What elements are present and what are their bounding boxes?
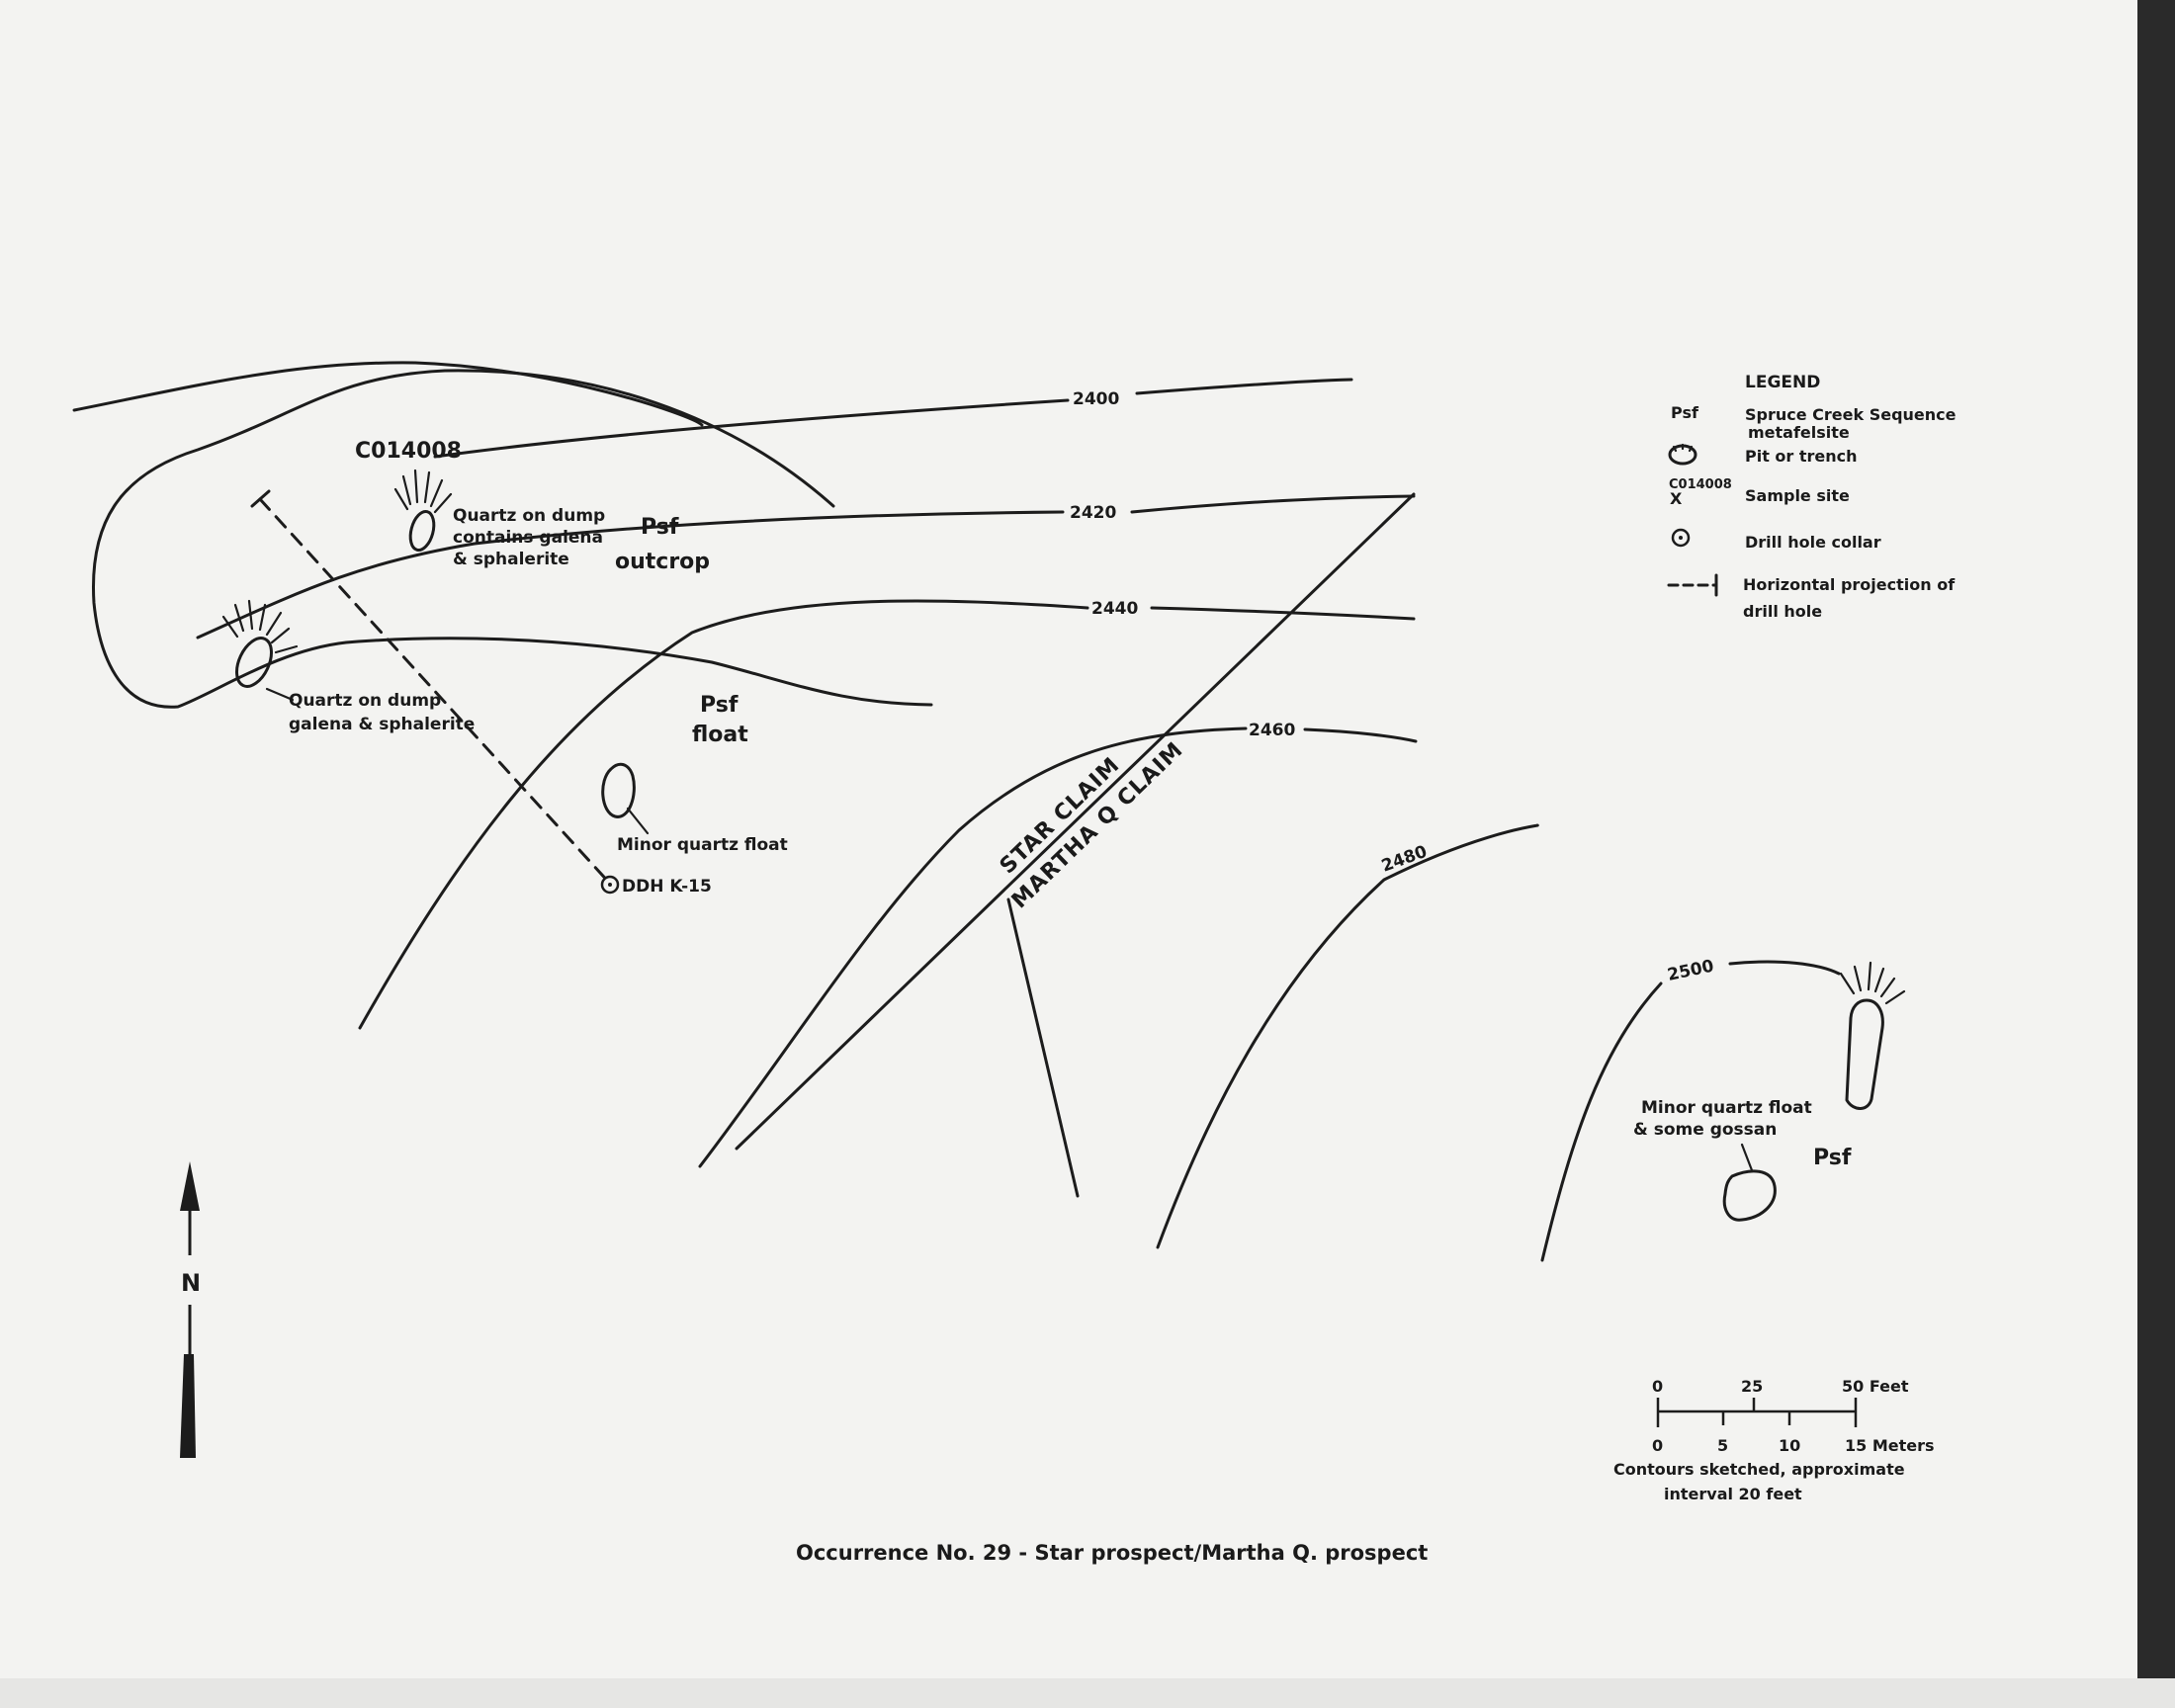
contour-2400 [433, 378, 1353, 459]
gossan-note-line2: & some gossan [1633, 1120, 1777, 1140]
legend-projection-line2: drill hole [1743, 602, 1822, 621]
legend-psf-desc-line1: Spruce Creek Sequence [1745, 405, 1957, 424]
contour-2460 [698, 726, 1418, 1168]
contour-2500 [1540, 960, 1841, 1262]
scale-feet-0: 0 [1652, 1377, 1663, 1396]
legend-pit-text: Pit or trench [1745, 447, 1858, 466]
pit2-leader [265, 687, 295, 702]
legend-sample-id: C014008 [1669, 477, 1732, 492]
contour-label-2400: 2400 [1073, 389, 1119, 409]
legend-pit-icon [1668, 443, 1697, 466]
claim-boundary-diagonal [735, 492, 1416, 1151]
contour-2480 [1156, 823, 1539, 1249]
scale-m-10: 10 [1779, 1436, 1800, 1455]
legend-drill-collar-icon [1671, 528, 1691, 548]
pit-icon [393, 469, 453, 553]
outcrop-boundary-upper [72, 361, 704, 427]
contour-2440 [358, 599, 1416, 1030]
drill-hole-projection [258, 497, 613, 887]
scale-feet-25: 25 [1741, 1377, 1763, 1396]
legend-sample-x: X [1670, 489, 1683, 508]
trench-icon [1839, 961, 1906, 1110]
minor-quartz-label: Minor quartz float [617, 835, 788, 855]
psf-outcrop-word: outcrop [615, 550, 710, 574]
scale-m-0: 0 [1652, 1436, 1663, 1455]
drill-collar-icon [600, 875, 620, 895]
minor-quartz-float-icon [601, 762, 636, 818]
drill-hole-end-tick [250, 489, 271, 508]
minor-quartz-leader [626, 807, 650, 835]
drill-hole-label: DDH K-15 [622, 877, 712, 897]
paper-right-edge [2137, 0, 2175, 1708]
scale-note-line1: Contours sketched, approximate [1613, 1460, 1905, 1479]
legend-psf-symbol: Psf [1671, 403, 1699, 422]
pit1-note-line2: contains galena [453, 528, 603, 548]
legend-drill-collar-text: Drill hole collar [1745, 533, 1881, 552]
psf-float-label: Psf [700, 693, 739, 718]
legend-sample-text: Sample site [1745, 486, 1850, 505]
scale-m-15: 15 Meters [1845, 1436, 1935, 1455]
legend-projection-icon [1667, 573, 1718, 597]
pit1-note-line3: & sphalerite [453, 550, 569, 569]
contour-label-2500: 2500 [1666, 956, 1716, 984]
sample-id-label: C014008 [355, 439, 462, 464]
contour-label-2420: 2420 [1070, 503, 1116, 523]
psf-label-right: Psf [1813, 1146, 1852, 1170]
pit-icon [221, 599, 299, 688]
psf-float-word: float [692, 723, 748, 747]
contour-2420 [196, 494, 1416, 640]
legend-psf-desc-line2: metafelsite [1748, 423, 1850, 442]
scale-feet-50: 50 Feet [1842, 1377, 1909, 1396]
claim-boundary-short [1006, 897, 1080, 1198]
pit1-note-line1: Quartz on dump [453, 506, 605, 526]
paper-bottom-edge [0, 1678, 2175, 1708]
psf-outcrop-label: Psf [641, 515, 679, 540]
pit2-note-line2: galena & sphalerite [289, 715, 475, 734]
gossan-leader [1740, 1143, 1754, 1172]
north-label: N [181, 1269, 201, 1297]
pit2-note-line1: Quartz on dump [289, 691, 441, 711]
legend-projection-line1: Horizontal projection of [1743, 575, 1956, 594]
gossan-pit-icon [1722, 1169, 1777, 1222]
scale-note-line2: interval 20 feet [1664, 1485, 1802, 1503]
scale-m-5: 5 [1717, 1436, 1728, 1455]
contour-label-2460: 2460 [1249, 721, 1295, 740]
legend-title: LEGEND [1745, 373, 1820, 392]
contour-label-2440: 2440 [1091, 599, 1138, 619]
north-arrow-icon [180, 1161, 200, 1458]
map-title: Occurrence No. 29 - Star prospect/Martha… [796, 1541, 1428, 1565]
gossan-note-line1: Minor quartz float [1641, 1098, 1812, 1118]
scale-bar [1656, 1398, 1858, 1427]
